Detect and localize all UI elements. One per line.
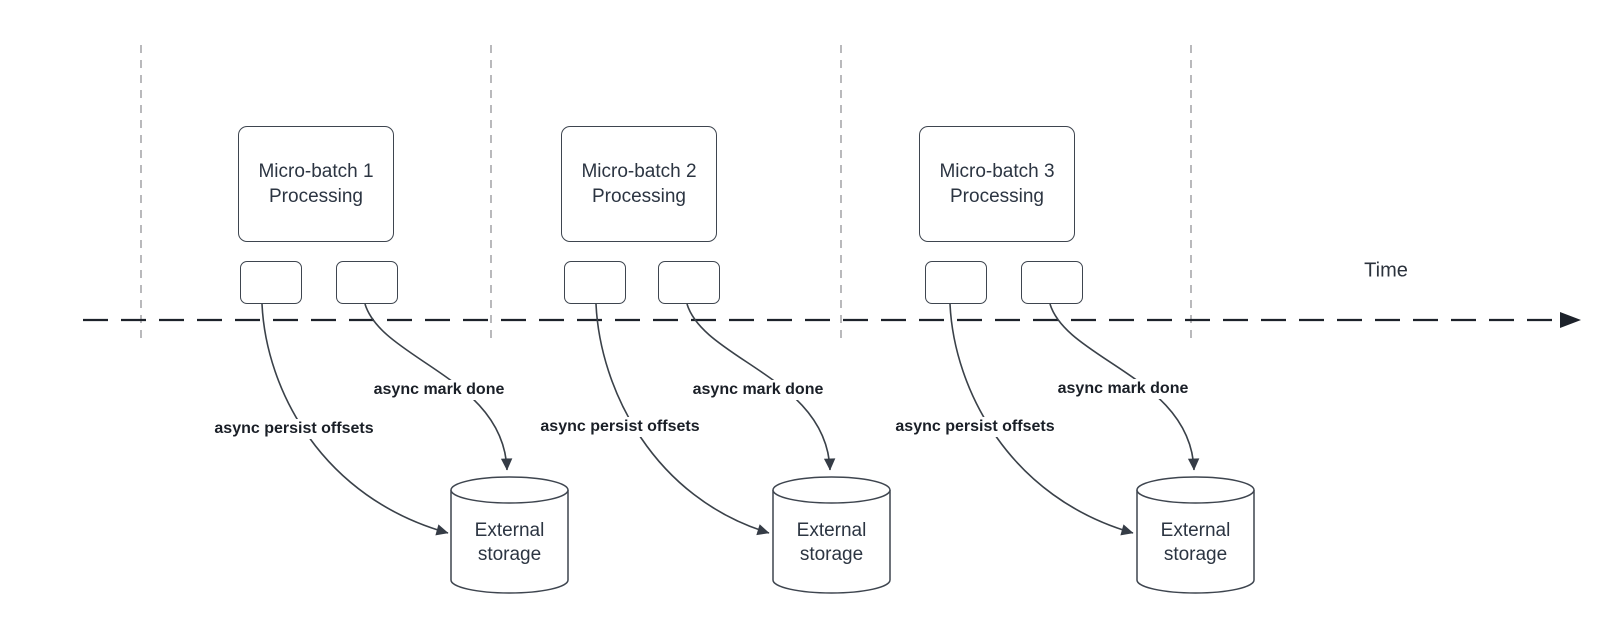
mark-done-label-3: async mark done bbox=[1054, 379, 1192, 399]
time-axis-arrowhead bbox=[1560, 312, 1581, 328]
mark-done-arrow-3 bbox=[1049, 303, 1200, 471]
mark-done-task-box-2 bbox=[658, 261, 720, 304]
external-storage-cylinder-3 bbox=[1136, 476, 1255, 594]
persist-offsets-task-box-2 bbox=[564, 261, 626, 304]
external-storage-label-1: External storage bbox=[451, 519, 568, 567]
micro-batch-box-2-title-line1: Micro-batch 2 bbox=[581, 161, 697, 182]
micro-batch-box-2: Micro-batch 2 Processing bbox=[561, 126, 717, 242]
external-storage-cylinder-1 bbox=[450, 476, 569, 594]
external-storage-label-2: External storage bbox=[773, 519, 890, 567]
mark-done-label-1: async mark done bbox=[370, 380, 508, 400]
external-storage-label-1-line1: External bbox=[474, 520, 545, 541]
micro-batch-box-1-title-line2: Processing bbox=[269, 186, 363, 207]
external-storage-label-3-line1: External bbox=[1160, 520, 1231, 541]
external-storage-label-3-line2: storage bbox=[1163, 544, 1228, 565]
mark-done-arrow-2 bbox=[686, 303, 836, 471]
external-storage-label-3: External storage bbox=[1137, 519, 1254, 567]
persist-offsets-task-box-1 bbox=[240, 261, 302, 304]
micro-batch-box-1: Micro-batch 1 Processing bbox=[238, 126, 394, 242]
external-storage-label-2-line1: External bbox=[796, 520, 867, 541]
micro-batch-box-3: Micro-batch 3 Processing bbox=[919, 126, 1075, 242]
persist-offsets-task-box-3 bbox=[925, 261, 987, 304]
time-label: Time bbox=[1364, 259, 1408, 282]
mark-done-label-2: async mark done bbox=[689, 380, 827, 400]
external-storage-cylinder-2 bbox=[772, 476, 891, 594]
persist-offsets-arrow-2 bbox=[595, 303, 770, 536]
mark-done-arrow-1 bbox=[364, 303, 513, 471]
micro-batch-box-3-title-line2: Processing bbox=[950, 186, 1044, 207]
external-storage-label-1-line2: storage bbox=[477, 544, 542, 565]
micro-batch-box-3-title-line1: Micro-batch 3 bbox=[939, 161, 1055, 182]
persist-offsets-label-2: async persist offsets bbox=[537, 417, 703, 437]
persist-offsets-label-3: async persist offsets bbox=[892, 417, 1058, 437]
micro-batch-box-1-title-line1: Micro-batch 1 bbox=[258, 161, 374, 182]
micro-batch-box-2-title-line2: Processing bbox=[592, 186, 686, 207]
persist-offsets-arrow-3 bbox=[949, 303, 1134, 536]
persist-offsets-label-1: async persist offsets bbox=[211, 419, 377, 439]
mark-done-task-box-3 bbox=[1021, 261, 1083, 304]
external-storage-label-2-line2: storage bbox=[799, 544, 864, 565]
mark-done-task-box-1 bbox=[336, 261, 398, 304]
